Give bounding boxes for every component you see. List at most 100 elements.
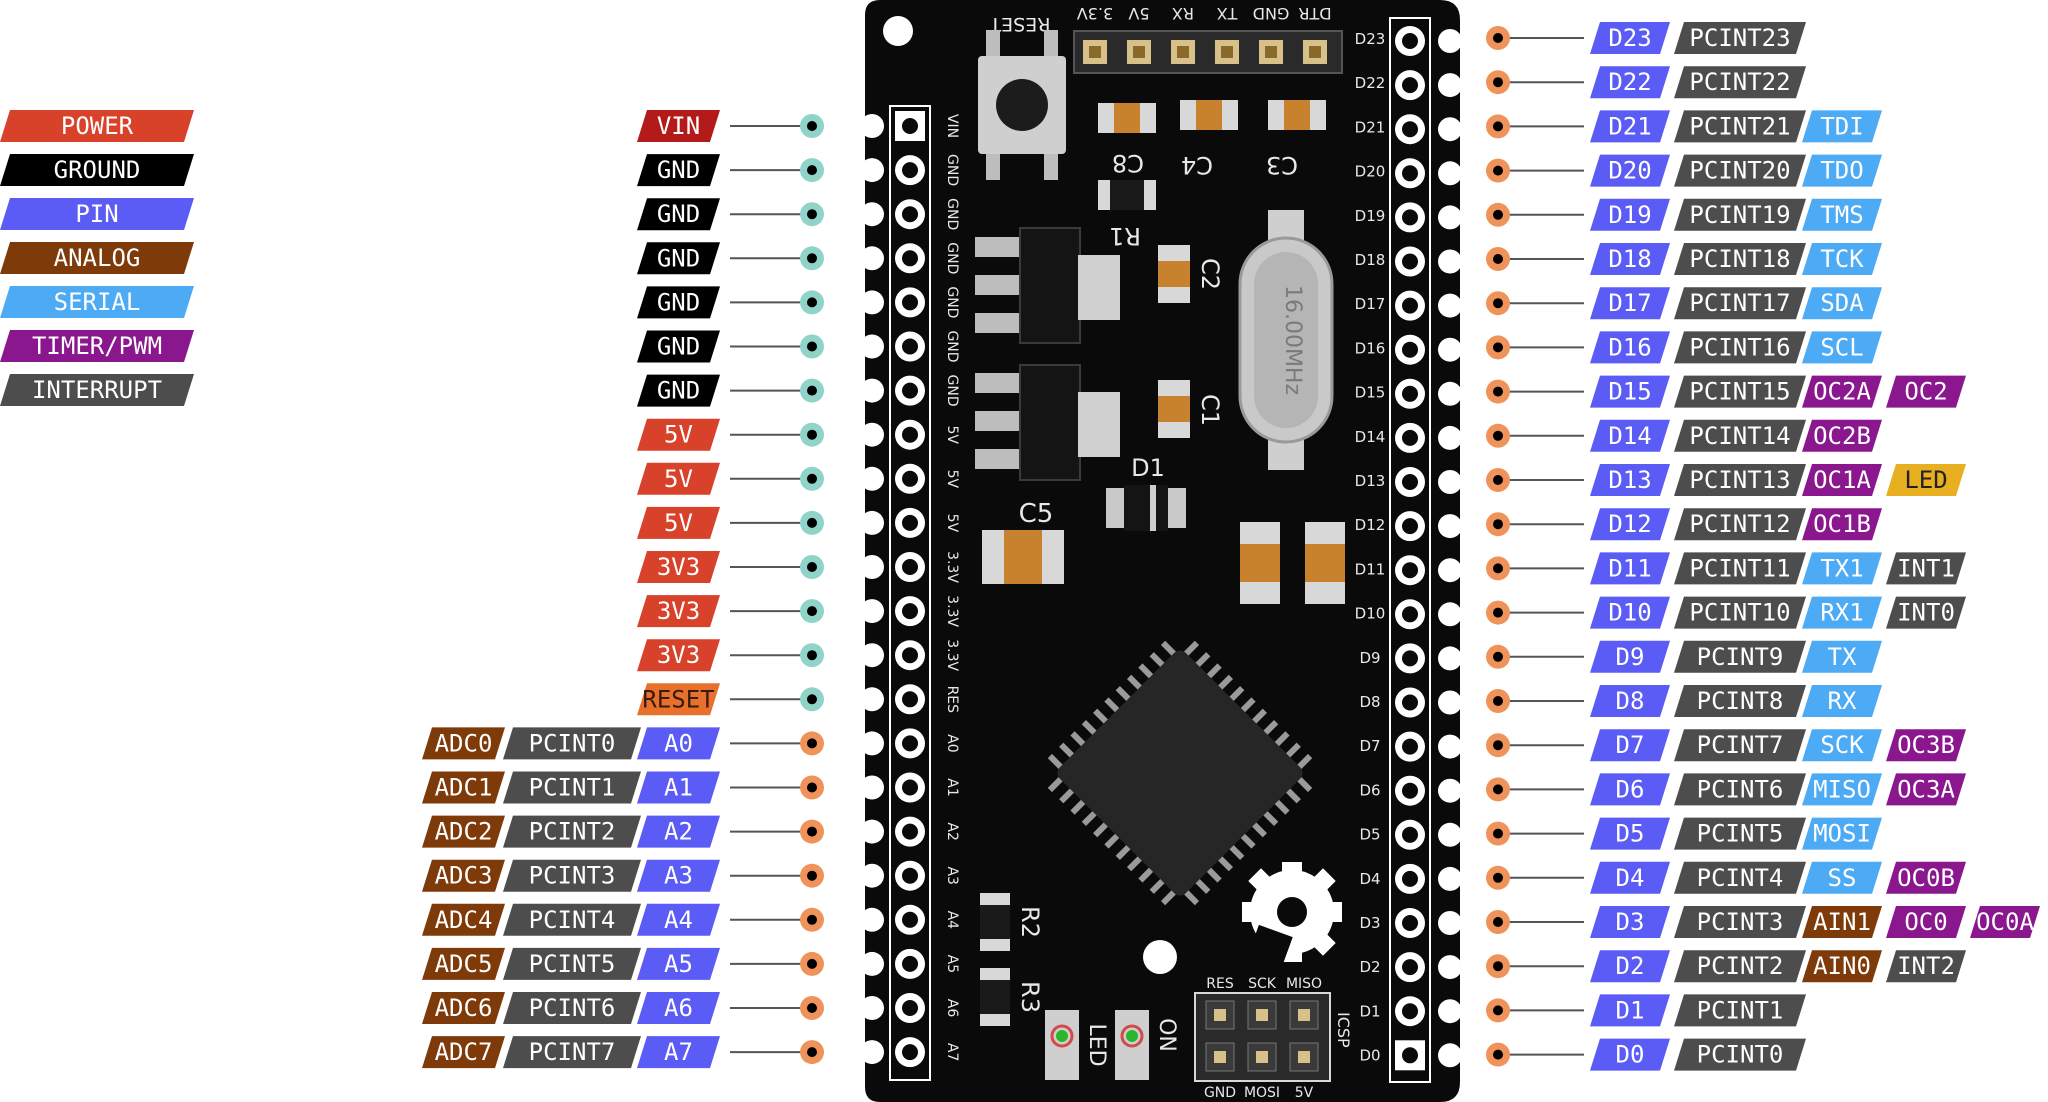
legend-analog: ANALOG [0,242,194,274]
right-tag-tdo-text: TDO [1820,157,1863,185]
left-pin-3v3-text: 3V3 [657,597,700,625]
left-pin-gnd-text: GND [657,288,700,316]
left-tag-a2-text: A2 [664,818,693,846]
header-pin-hole [1402,1047,1418,1064]
left-tag-adc1-text: ADC1 [435,774,493,802]
left-pin-gnd-text: GND [657,156,700,184]
right-tag-miso: MISO [1802,773,1882,806]
top-header-label: TX [1217,4,1239,23]
right-tag-tck: TCK [1802,243,1882,275]
left-tag-a3: A3 [637,859,720,892]
right-tag-oc0b-text: OC0B [1897,864,1955,892]
left-tag-a5: A5 [637,947,720,980]
crystal-frequency: 16.00MHz [1280,285,1305,395]
left-tag-a4: A4 [637,903,720,936]
left-tag-a6-text: A6 [664,994,693,1022]
reset-button[interactable] [978,30,1066,180]
edge-pad [860,202,884,227]
right-tag-pcint9-text: PCINT9 [1697,643,1784,671]
right-tag-oc0: OC0 [1886,906,1966,938]
left-pin-5v-text: 5V [664,509,693,537]
right-tag-pcint5: PCINT5 [1674,817,1806,850]
right-tag-pcint23-text: PCINT23 [1689,24,1790,52]
edge-pad [1438,29,1462,53]
right-tag-tck-text: TCK [1820,245,1864,273]
silk-label: D3 [1359,914,1380,932]
edge-pad [860,907,884,932]
right-tag-d17-text: D17 [1608,289,1651,317]
right-tag-d6: D6 [1590,773,1670,806]
left-pin-gnd-text: GND [657,333,700,361]
icsp-label: ICSP [1334,1012,1353,1048]
edge-pad [1438,514,1462,539]
edge-pad [1438,337,1462,362]
header-pin-hole [902,911,918,928]
right-tag-oc0a-text: OC0A [1976,908,2034,936]
right-tag-oc1a-text: OC1A [1813,466,1871,494]
header-pin-hole [902,294,918,311]
silk-label: 3.3V [944,595,960,627]
icsp-label-top: SCK [1248,976,1277,992]
capacitor-c1: C1 [1158,380,1224,438]
header-pin-hole [1402,474,1418,490]
left-tag-adc2: ADC2 [422,815,505,848]
right-tag-pcint7-text: PCINT7 [1697,731,1784,759]
top-header [1073,30,1343,74]
right-tag-rx: RX [1802,685,1882,717]
right-pin-header: D23D22D21D20D19D18D17D16D15D14D13D12D11D… [1355,17,1462,1083]
right-tag-pcint7: PCINT7 [1674,729,1806,762]
capacitor-c3: C3 [1266,100,1326,179]
silk-label: A2 [944,822,960,840]
left-pin-vin-text: VIN [657,112,700,140]
right-tag-oc2a-text: OC2A [1813,378,1871,406]
microcontroller-chip [1047,640,1313,906]
right-tag-pcint23: PCINT23 [1674,22,1806,54]
header-pin-hole [1402,297,1418,314]
left-pin-gnd: GND [637,286,720,319]
pin-labels: VINGNDGNDGNDGNDGNDGND5V5V5V3V33V33V3RESE… [422,22,2040,1071]
header-pin-hole [902,426,918,443]
right-tag-d23-text: D23 [1608,24,1651,52]
left-pin-gnd: GND [637,154,720,187]
right-tag-d1: D1 [1590,994,1670,1027]
silk-label: GND [944,375,960,407]
header-pin-hole [902,559,918,575]
right-tag-int2: INT2 [1886,950,1966,983]
silk-label: GND [944,286,960,318]
right-tag-pcint17: PCINT17 [1674,287,1806,320]
icsp-pin [1214,1009,1226,1021]
right-tag-oc2b-text: OC2B [1813,422,1871,450]
header-pin-hole [1402,77,1418,94]
right-tag-pcint15-text: PCINT15 [1689,378,1790,406]
left-pin-gnd-text: GND [657,244,700,272]
right-tag-pcint1: PCINT1 [1674,994,1806,1027]
edge-pad [860,996,884,1020]
icsp-label-bottom: GND [1204,1085,1236,1101]
right-tag-rx-text: RX [1828,687,1857,715]
right-tag-d16-text: D16 [1608,333,1651,361]
svg-text:C1: C1 [1196,394,1224,426]
edge-pad [860,114,884,138]
header-pin-hole [902,823,918,840]
legend-serial-text: SERIAL [54,288,141,316]
right-tag-pcint6: PCINT6 [1674,773,1806,806]
right-tag-oc2b: OC2B [1802,419,1882,452]
capacitor-c8: C8 [1098,103,1156,177]
silk-label: D8 [1359,693,1380,711]
icsp-label-bottom: MOSI [1244,1085,1280,1101]
icsp-label-bottom: 5V [1295,1085,1314,1101]
silk-label: D2 [1359,958,1380,976]
left-tag-pcint7-text: PCINT7 [529,1038,616,1066]
header-pin-hole [1402,738,1418,755]
right-tag-int1: INT1 [1886,552,1966,585]
silk-label: RES [944,686,960,714]
capacitor [1305,522,1345,604]
silk-label: D0 [1359,1047,1380,1065]
header-pin-hole [1402,826,1418,843]
right-tag-d10: D10 [1590,596,1670,629]
left-tag-pcint3-text: PCINT3 [529,862,616,890]
header-pin-hole [1402,209,1418,226]
edge-pad [860,555,884,579]
right-tag-d18: D18 [1590,243,1670,275]
